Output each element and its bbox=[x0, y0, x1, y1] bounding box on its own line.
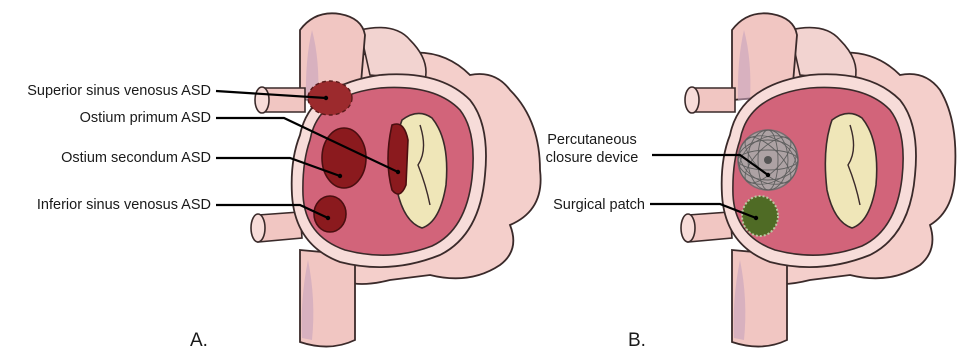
pointer-dot-superior bbox=[324, 96, 328, 100]
pulmonary-vein-upper-opening-a bbox=[255, 87, 269, 113]
pulmonary-vein-lower-opening-a bbox=[251, 214, 265, 242]
label-percutaneous-line2: closure device bbox=[546, 150, 639, 166]
pointer-dot-patch bbox=[754, 216, 758, 220]
pointer-dot-inferior bbox=[326, 216, 330, 220]
ostium-primum-defect bbox=[388, 124, 408, 194]
atrial-appendage-a bbox=[360, 28, 426, 80]
ostium-secondum-defect bbox=[322, 128, 366, 188]
heart-illustration-a bbox=[251, 13, 541, 346]
pointer-dot-secondum bbox=[338, 174, 342, 178]
label-ostium-primum: Ostium primum ASD bbox=[80, 110, 211, 126]
label-surgical-patch: Surgical patch bbox=[553, 197, 645, 213]
label-ostium-secondum: Ostium secondum ASD bbox=[61, 150, 211, 166]
label-inferior-sinus-venosus: Inferior sinus venosus ASD bbox=[37, 197, 211, 213]
label-superior-sinus-venosus: Superior sinus venosus ASD bbox=[27, 83, 211, 99]
panel-label-a: A. bbox=[190, 330, 208, 351]
pointer-dot-primum bbox=[396, 170, 400, 174]
heart-illustration-b bbox=[681, 13, 955, 346]
pulmonary-vein-upper-opening-b bbox=[685, 87, 699, 113]
pointer-dot-device bbox=[766, 173, 770, 177]
atrial-appendage-b bbox=[790, 28, 856, 80]
surgical-patch-icon bbox=[742, 196, 778, 236]
pulmonary-vein-lower-opening-b bbox=[681, 214, 695, 242]
label-percutaneous-line1: Percutaneous bbox=[547, 132, 636, 148]
panel-label-b: B. bbox=[628, 330, 646, 351]
